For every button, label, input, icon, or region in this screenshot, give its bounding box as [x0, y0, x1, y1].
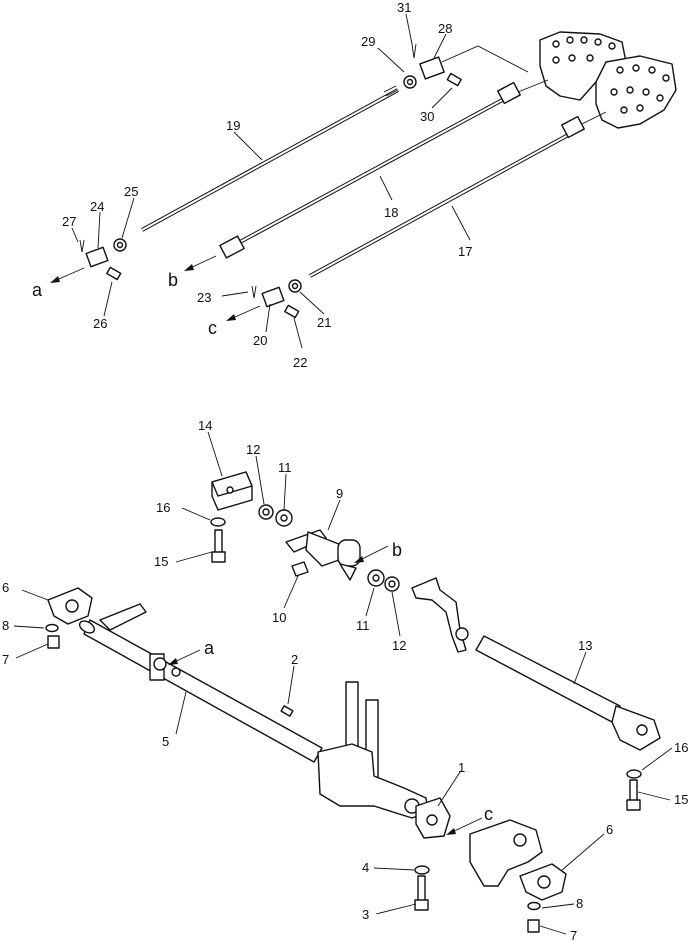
bolt-7-left	[47, 635, 60, 649]
callout-6-left: 6	[2, 580, 9, 595]
rod-18	[219, 81, 521, 259]
yoke-24	[85, 246, 109, 268]
callout-10: 10	[272, 610, 286, 625]
clevis-1	[415, 797, 451, 839]
bushing-12-upper	[258, 504, 274, 520]
rod-17	[309, 115, 585, 278]
rod-19	[141, 85, 399, 232]
callout-2: 2	[291, 652, 298, 667]
arrow-b-lower	[354, 545, 389, 563]
callout-21: 21	[317, 315, 331, 330]
callout-15: 15	[154, 554, 168, 569]
arrow-c-lower	[446, 817, 483, 835]
bracket-6-right	[519, 863, 567, 901]
arrow-a-lower	[168, 649, 201, 665]
letter-a-lower: a	[204, 638, 215, 658]
washer-8-right	[527, 901, 541, 911]
control-valve	[539, 31, 677, 129]
arrow-a-upper	[50, 267, 85, 283]
bolt-3	[414, 875, 429, 911]
callout-12-lower: 12	[392, 638, 406, 653]
callout-22: 22	[293, 355, 307, 370]
letter-b-upper: b	[168, 270, 178, 290]
bolt-15-left	[211, 529, 226, 563]
washer-16-right	[626, 769, 642, 779]
nut-21	[288, 279, 302, 293]
callout-4: 4	[362, 860, 369, 875]
callout-16: 16	[156, 500, 170, 515]
yoke-20	[261, 286, 285, 308]
bracket-6-left	[47, 587, 93, 625]
callout-7-right: 7	[570, 928, 577, 941]
callout-15-right: 15	[674, 792, 688, 807]
yoke-28	[419, 56, 445, 80]
pin-2	[280, 705, 294, 717]
letter-c-upper: c	[208, 318, 217, 338]
bushing-11-upper	[275, 509, 293, 527]
callout-18: 18	[384, 205, 398, 220]
callout-3: 3	[362, 907, 369, 922]
pin-10	[291, 561, 309, 577]
callout-11-lower: 11	[356, 618, 370, 633]
nut-29	[403, 75, 417, 89]
callout-8-left: 8	[2, 618, 9, 633]
cotter-31	[411, 43, 417, 59]
callout-28: 28	[438, 21, 452, 36]
block-14	[211, 471, 253, 511]
shaft-5	[78, 603, 323, 763]
bolt-15-right	[626, 779, 641, 811]
callout-17: 17	[458, 244, 472, 259]
lever-9	[285, 529, 361, 581]
callout-26: 26	[93, 316, 107, 331]
callout-1: 1	[458, 760, 465, 775]
callout-31: 31	[397, 0, 411, 15]
callout-27: 27	[62, 214, 76, 229]
letter-a-upper: a	[32, 280, 43, 300]
arrow-b-upper	[184, 255, 217, 271]
callout-14: 14	[198, 418, 212, 433]
pin-30	[446, 72, 462, 87]
callout-25: 25	[124, 184, 138, 199]
washer-16-left	[210, 517, 226, 527]
bushing-12-lower	[384, 576, 400, 592]
washer-8-left	[45, 623, 59, 633]
callout-6-right: 6	[606, 822, 613, 837]
bolt-7-right	[527, 919, 540, 933]
callout-19: 19	[226, 118, 240, 133]
pin-26	[106, 266, 122, 281]
arrow-c-upper	[226, 305, 261, 321]
callout-7-left: 7	[2, 652, 9, 667]
washer-4	[414, 865, 430, 875]
callout-13: 13	[578, 638, 592, 653]
callout-11: 11	[278, 460, 292, 475]
pin-22	[284, 304, 300, 319]
lever-main	[317, 681, 429, 819]
bushing-11-lower	[367, 569, 385, 587]
bracket-right	[469, 819, 543, 887]
shaft-13	[475, 635, 661, 751]
callout-23: 23	[197, 290, 211, 305]
callout-24: 24	[90, 199, 104, 214]
callout-30: 30	[420, 109, 434, 124]
callout-12: 12	[246, 442, 260, 457]
bracket-13-arm	[411, 577, 469, 653]
callout-16-right: 16	[674, 740, 688, 755]
letter-b-lower: b	[392, 540, 402, 560]
letter-c-lower: c	[484, 804, 493, 824]
callout-8-right: 8	[576, 896, 583, 911]
nut-25	[113, 238, 127, 252]
callout-5: 5	[162, 734, 169, 749]
callout-9: 9	[336, 486, 343, 501]
cotter-27	[79, 239, 85, 253]
callout-29: 29	[361, 34, 375, 49]
cotter-23	[251, 285, 257, 299]
callout-20: 20	[253, 333, 267, 348]
